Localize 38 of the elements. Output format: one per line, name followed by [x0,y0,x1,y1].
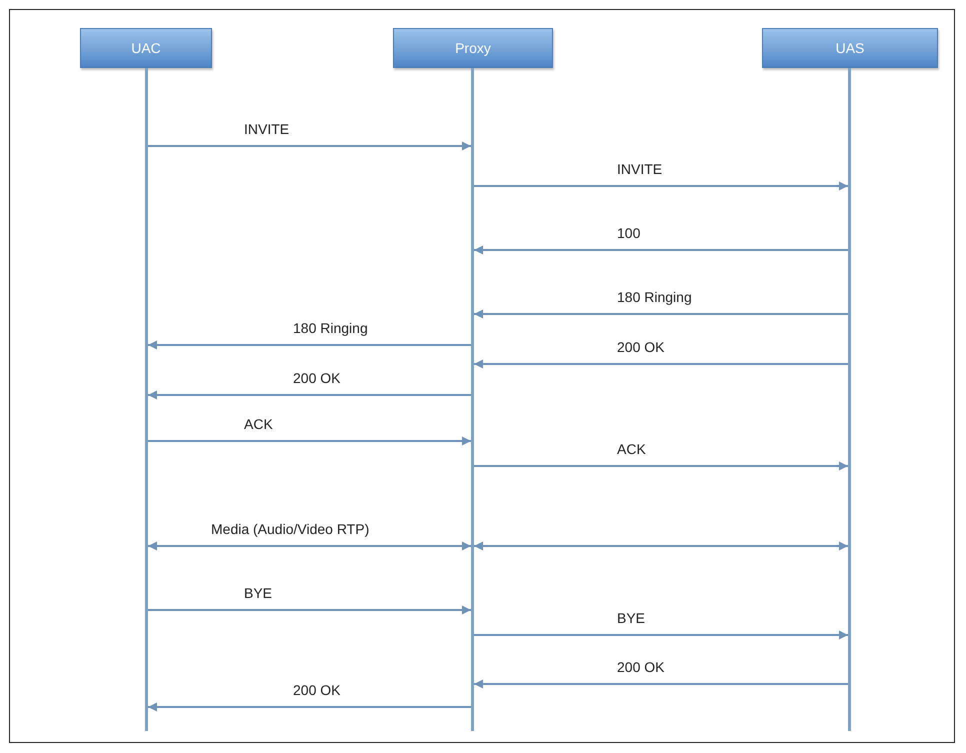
message-label: 100 [616,225,642,241]
message-arrow [148,390,471,400]
message-arrow [148,436,471,446]
message-label: BYE [616,610,646,626]
message-label: Media (Audio/Video RTP) [210,521,370,537]
participant-name: UAS [836,40,864,56]
participant-box [393,28,553,68]
message-label: 200 OK [616,659,666,675]
lifeline [848,68,851,731]
message-arrow [474,542,848,550]
message-arrow [474,680,848,688]
participant-name: UAC [131,40,161,56]
message-arrow [148,702,471,712]
message-arrow [148,142,471,150]
message-arrow [474,182,848,190]
message-label: 180 Ringing [292,320,369,336]
message-label: 180 Ringing [616,289,693,305]
message-label: ACK [616,441,647,457]
participant-box [762,28,938,68]
message-label: INVITE [243,121,290,137]
message-label: BYE [243,585,274,601]
message-label: 200 OK [292,682,342,698]
lifeline [145,68,148,731]
message-arrow [474,360,848,368]
participant-box [80,28,212,68]
message-arrow [148,340,471,350]
message-label: ACK [243,416,274,432]
message-arrow [148,542,471,550]
message-arrow [474,462,848,470]
message-arrow [474,246,848,254]
message-arrow [474,630,848,640]
lifeline [471,68,474,731]
message-arrow [148,606,471,614]
message-label: 200 OK [292,370,342,386]
participant-name: Proxy [455,40,491,56]
message-arrow [474,310,848,318]
message-label: 200 OK [616,339,666,355]
message-label: INVITE [616,161,664,177]
